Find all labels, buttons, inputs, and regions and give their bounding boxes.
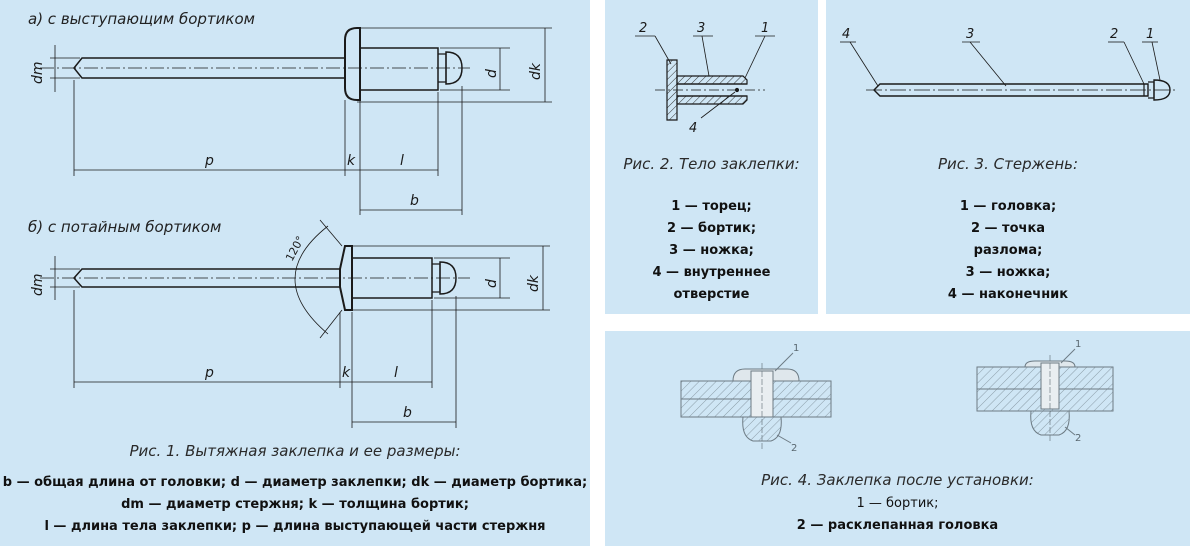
rivet-dimension-drawing: dm d dk p k l b dm d dk p k l b 120° [30, 27, 552, 428]
legend-line: разлома; [973, 243, 1043, 258]
legend-line: 4 — внутреннее [652, 265, 771, 280]
legend-line: 1 — головка; [959, 199, 1057, 214]
figure-3-panel: 4 3 2 1 Рис. 3. Стержень: 1 — головка; 2… [826, 0, 1190, 314]
legend-line: отверстие [673, 287, 750, 302]
dim-dm-b: dm [30, 273, 46, 296]
callout-4: 4 [842, 27, 850, 42]
legend-line: 1 — бортик; [856, 496, 939, 511]
figure-2-legend: 1 — торец; 2 — бортик; 3 — ножка; 4 — вн… [605, 196, 818, 306]
legend-line: 2 — точка [970, 221, 1046, 236]
legend-line: 4 — наконечник [947, 287, 1069, 302]
dim-dk-b: dk [526, 274, 542, 292]
rivet-body-drawing: 2 3 1 4 [635, 21, 775, 136]
figure-1-legend: b — общая длина от головки; d — диаметр … [0, 472, 590, 538]
callout-1: 1 [1075, 339, 1081, 350]
figure-1-panel: dm d dk p k l b dm d dk p k l b 120° а) … [0, 0, 590, 546]
dim-d-a: d [484, 69, 500, 78]
dim-l-b: l [394, 365, 398, 381]
rivet-b-drawing [40, 219, 550, 428]
callout-2: 2 [1075, 433, 1081, 444]
dim-dm-a: dm [30, 61, 46, 84]
callout-1: 1 [761, 21, 769, 36]
legend-line: 2 — бортик; [666, 221, 757, 236]
callout-1: 1 [793, 343, 799, 354]
dim-k-a: k [347, 153, 356, 169]
legend-line: b — общая длина от головки; d — диаметр … [2, 475, 588, 490]
figure-2-caption: Рис. 2. Тело заклепки: [623, 155, 800, 173]
figure-2-panel: 2 3 1 4 Рис. 2. Тело заклепки: 1 — торец… [605, 0, 818, 314]
callout-2: 2 [639, 21, 647, 36]
dim-l-a: l [400, 153, 404, 169]
rivet-a-drawing [40, 27, 552, 215]
dim-b-b: b [403, 405, 412, 421]
figure-1-caption: Рис. 1. Вытяжная заклепка и ее размеры: [129, 442, 461, 460]
figure-3-legend: 1 — головка; 2 — точка разлома; 3 — ножк… [826, 196, 1190, 306]
dim-d-b: d [484, 279, 500, 288]
figure-3-caption: Рис. 3. Стержень: [937, 155, 1079, 173]
figure-4-legend: 1 — бортик; 2 — расклепанная головка [605, 493, 1190, 537]
callout-2: 2 [791, 443, 797, 454]
figure-4-caption: Рис. 4. Заклепка после установки: [761, 471, 1034, 489]
installed-rivet-drawing: 1 2 1 2 [680, 339, 1114, 454]
mandrel-drawing: 4 3 2 1 [840, 27, 1178, 101]
dim-b-a: b [410, 193, 419, 209]
dim-p-b: p [204, 365, 214, 381]
legend-line: 1 — торец; [671, 199, 752, 214]
legend-line: l — длина тела заклепки; p — длина высту… [44, 519, 546, 534]
subtitle-a: а) с выступающим бортиком [28, 10, 255, 28]
dim-dk-a: dk [528, 62, 544, 80]
dim-p-a: p [204, 153, 214, 169]
legend-line: 3 — ножка; [965, 265, 1051, 280]
callout-2: 2 [1110, 27, 1118, 42]
dim-k-b: k [342, 365, 351, 381]
legend-line: 2 — расклепанная головка [796, 518, 999, 533]
subtitle-b: б) с потайным бортиком [28, 218, 222, 236]
callout-1: 1 [1146, 27, 1154, 42]
legend-line: dm — диаметр стержня; k — толщина бортик… [121, 497, 469, 512]
callout-3: 3 [697, 21, 705, 36]
figure-4-panel: 1 2 1 2 Рис. 4. Заклепка после установки… [605, 331, 1190, 546]
callout-4: 4 [689, 121, 697, 136]
callout-3: 3 [966, 27, 974, 42]
legend-line: 3 — ножка; [669, 243, 754, 258]
angle-label: 120° [283, 234, 307, 264]
